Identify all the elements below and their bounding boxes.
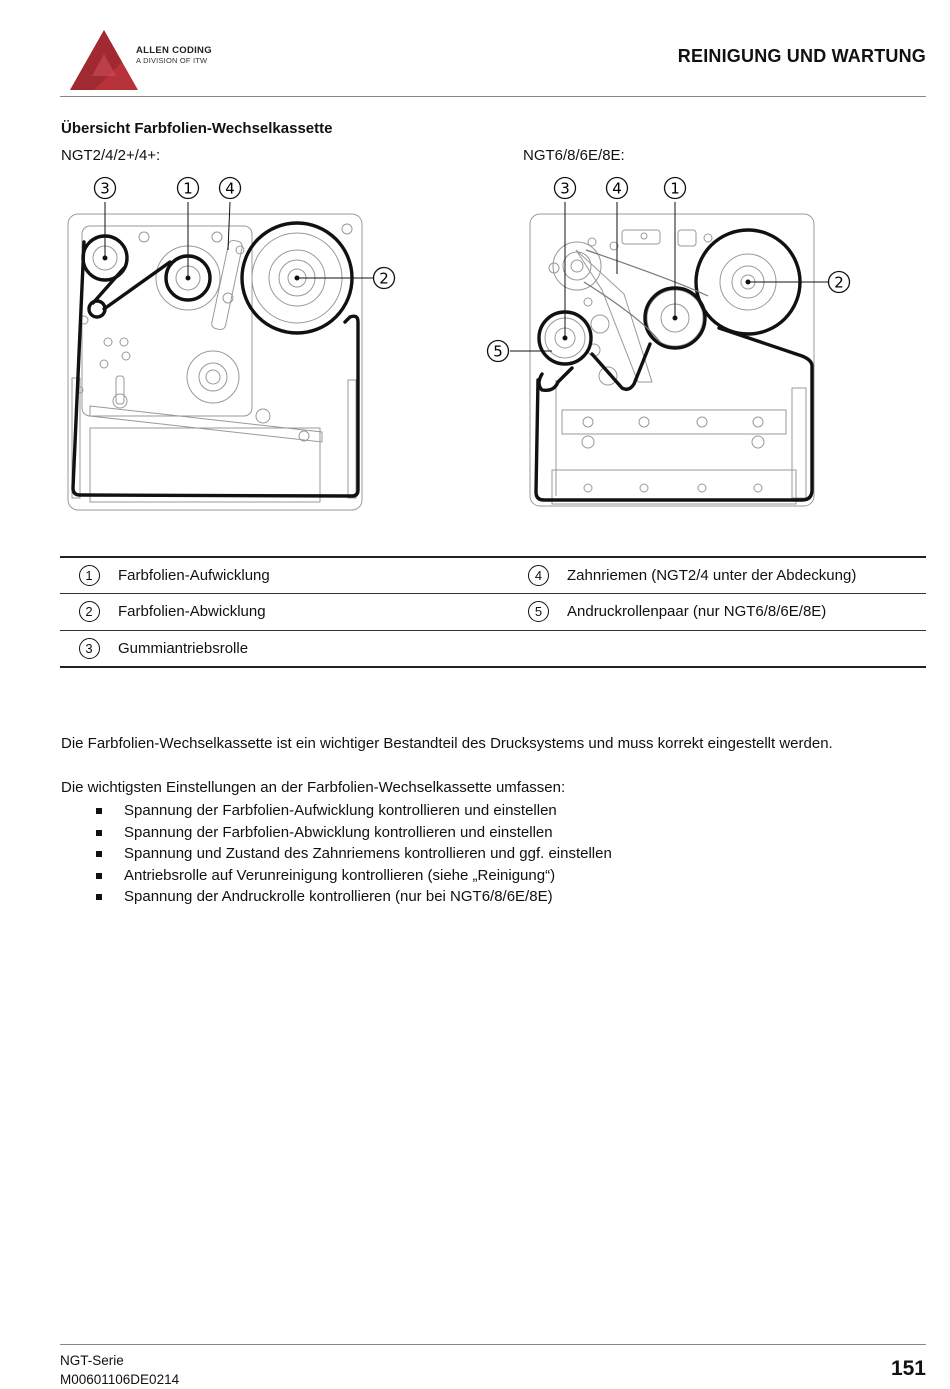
legend-number: 2 bbox=[78, 601, 100, 623]
page-number: 151 bbox=[890, 1357, 926, 1380]
list-item: Spannung der Andruckrolle kontrollieren … bbox=[61, 886, 612, 908]
series-name: NGT-Serie bbox=[60, 1353, 124, 1368]
page-header: ALLEN CODING A DIVISION OF ITW REINIGUNG… bbox=[60, 22, 926, 97]
allen-coding-logo-icon bbox=[70, 30, 138, 90]
figure-label-left: NGT2/4/2+/4+: bbox=[61, 147, 161, 164]
list-item: Spannung der Farbfolien-Aufwicklung kont… bbox=[61, 800, 612, 822]
svg-text:3: 3 bbox=[560, 180, 570, 198]
brand-name: ALLEN CODING bbox=[136, 45, 212, 56]
figure-label-right: NGT6/8/6E/8E: bbox=[523, 147, 625, 164]
svg-text:1: 1 bbox=[183, 180, 193, 198]
brand-subtitle: A DIVISION OF ITW bbox=[136, 56, 208, 65]
legend-number: 4 bbox=[528, 565, 549, 586]
svg-text:3: 3 bbox=[100, 180, 110, 198]
legend-row: 3 Gummiantriebsrolle bbox=[60, 630, 926, 668]
callout-right-5: 5 bbox=[486, 339, 510, 363]
legend-number: 1 bbox=[78, 565, 100, 586]
section-title: Übersicht Farbfolien-Wechselkassette bbox=[61, 120, 333, 137]
list-item: Spannung und Zustand des Zahnriemens kon… bbox=[61, 843, 612, 865]
legend-number: 5 bbox=[528, 601, 549, 623]
callout-right-1: 1 bbox=[663, 176, 687, 200]
settings-list: Spannung der Farbfolien-Aufwicklung kont… bbox=[61, 800, 612, 908]
svg-text:4: 4 bbox=[225, 180, 235, 198]
callout-left-4: 4 bbox=[218, 176, 242, 200]
legend-text: Zahnriemen (NGT2/4 unter der Abdeckung) bbox=[567, 556, 926, 594]
legend-text: Farbfolien-Abwicklung bbox=[118, 593, 510, 631]
legend-text: Gummiantriebsrolle bbox=[118, 630, 510, 668]
legend-text: Farbfolien-Aufwicklung bbox=[118, 556, 510, 594]
cassette-diagram-ngt2-4: 3 1 4 2 bbox=[67, 176, 396, 511]
brand-text: ALLEN CODING A DIVISION OF ITW bbox=[136, 46, 212, 66]
chapter-title: REINIGUNG UND WARTUNG bbox=[677, 46, 926, 66]
svg-text:2: 2 bbox=[834, 274, 844, 292]
legend-number: 3 bbox=[78, 637, 100, 659]
legend-table: 1 Farbfolien-Aufwicklung 4 Zahnriemen (N… bbox=[60, 556, 926, 668]
list-item: Antriebsrolle auf Verunreinigung kontrol… bbox=[61, 865, 612, 887]
callout-left-3: 3 bbox=[93, 176, 117, 200]
cassette-diagram-ngt6-8: 3 4 1 2 5 bbox=[486, 176, 851, 507]
legend-row: 2 Farbfolien-Abwicklung 5 Andruckrollenp… bbox=[60, 593, 926, 631]
callout-left-1: 1 bbox=[176, 176, 200, 200]
svg-text:1: 1 bbox=[670, 180, 680, 198]
legend-text: Andruckrollenpaar (nur NGT6/8/6E/8E) bbox=[567, 593, 926, 631]
callout-right-3: 3 bbox=[553, 176, 577, 200]
list-item: Spannung der Farbfolien-Abwicklung kontr… bbox=[61, 822, 612, 844]
svg-text:5: 5 bbox=[493, 343, 503, 361]
callout-right-2: 2 bbox=[827, 270, 851, 294]
settings-intro: Die wichtigsten Einstellungen an der Far… bbox=[61, 779, 566, 796]
legend-row: 1 Farbfolien-Aufwicklung 4 Zahnriemen (N… bbox=[60, 556, 926, 594]
callout-right-4: 4 bbox=[605, 176, 629, 200]
callout-left-2: 2 bbox=[372, 266, 396, 290]
document-number: M00601106DE0214 bbox=[60, 1372, 180, 1387]
page-footer: NGT-Serie M00601106DE0214 151 bbox=[60, 1344, 926, 1387]
intro-paragraph: Die Farbfolien-Wechselkassette ist ein w… bbox=[61, 735, 833, 752]
svg-text:2: 2 bbox=[379, 270, 389, 288]
svg-text:4: 4 bbox=[612, 180, 622, 198]
